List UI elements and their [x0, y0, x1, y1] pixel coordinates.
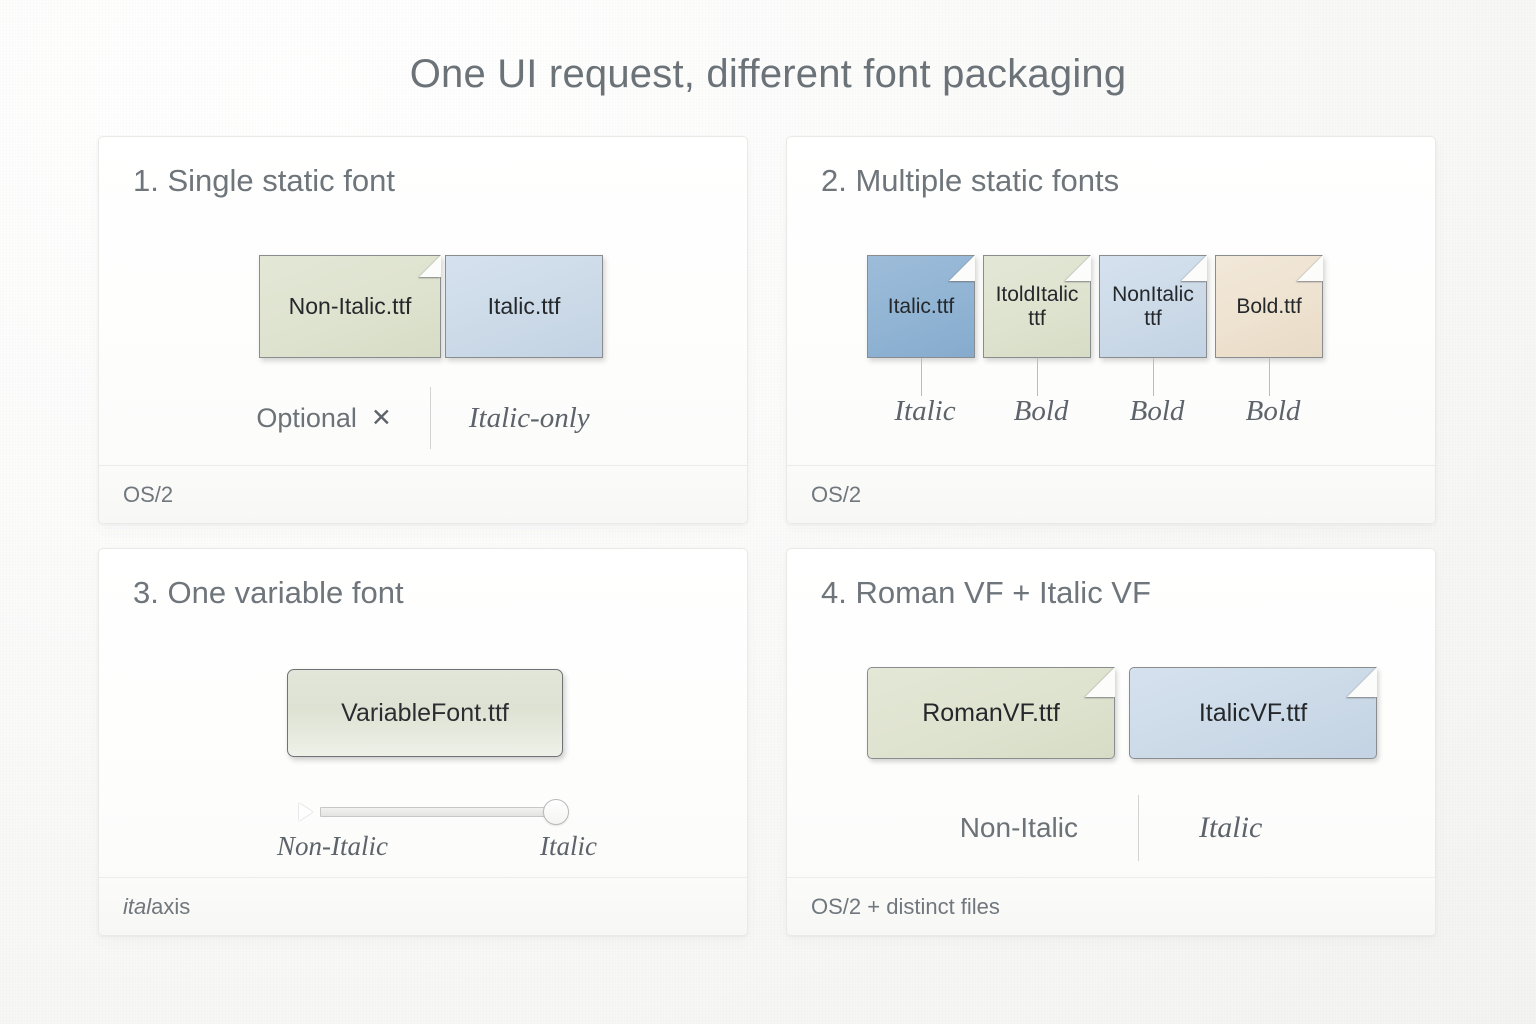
slider-knob[interactable] [543, 799, 569, 825]
folded-corner-icon [1297, 255, 1323, 281]
panel-4-caption-left: Non-Italic [959, 812, 1078, 843]
file-card-label: Italic.ttf [887, 294, 955, 318]
connector-line [921, 358, 922, 396]
slider-label-left: Non-Italic [277, 831, 388, 861]
panel-2-card-group: Italic.ttf ItoldItalic ttf NonItalic ttf… [867, 255, 1323, 358]
folded-corner-icon [1085, 667, 1115, 697]
panel-1-heading: 1. Single static font [133, 163, 395, 198]
panel-1-card-group: Non-Italic.ttf Italic.ttf [259, 255, 603, 358]
style-label-bold-3: Bold [1245, 395, 1301, 427]
file-card-itolditalic-ttf[interactable]: ItoldItalic ttf [983, 255, 1091, 358]
panel-4-footer: OS/2 + distinct files [787, 877, 1435, 935]
panel-1-body: 1. Single static font Non-Italic.ttf Ita… [99, 137, 747, 465]
folded-corner-icon [949, 255, 975, 281]
panel-2-body: 2. Multiple static fonts Italic.ttf Itol… [787, 137, 1435, 465]
file-card-label: NonItalic ttf [1112, 282, 1194, 330]
panel-4-caption-right: Italic [1198, 811, 1263, 844]
file-card-label: VariableFont.ttf [341, 698, 509, 727]
style-label-bold-1: Bold [1013, 395, 1069, 427]
file-card-label: Non-Italic.ttf [288, 292, 412, 319]
optional-label: Optional [256, 402, 357, 433]
page-title: One UI request, different font packaging [409, 52, 1127, 96]
style-label-italic: Italic [894, 395, 956, 427]
file-card-label: RomanVF.ttf [922, 699, 1060, 727]
caption-divider [429, 387, 431, 449]
panel-4-card-group: RomanVF.ttf ItalicVF.ttf [867, 667, 1377, 759]
file-card-italic-ttf[interactable]: Italic.ttf [445, 255, 603, 358]
panel-roman-vf-italic-vf: 4. Roman VF + Italic VF RomanVF.ttf Ital… [786, 548, 1436, 936]
panel-1-caption-left: Optional ✕ [256, 403, 430, 434]
panel-single-static-font: 1. Single static font Non-Italic.ttf Ita… [98, 136, 748, 524]
folded-corner-icon [1065, 255, 1091, 281]
ital-axis-slider[interactable] [299, 799, 569, 825]
panel-1-footer: OS/2 [99, 465, 747, 523]
footer-axis-tag: ital [123, 893, 152, 919]
file-card-italicvf-ttf[interactable]: ItalicVF.ttf [1129, 667, 1377, 759]
panel-4-caption: Non-Italic Italic [787, 795, 1435, 861]
folded-corner-icon [1181, 255, 1207, 281]
panel-one-variable-font: 3. One variable font VariableFont.ttf No… [98, 548, 748, 936]
file-card-label: ItalicVF.ttf [1198, 699, 1308, 727]
panel-3-heading: 3. One variable font [133, 575, 404, 610]
panel-2-connector-lines [867, 358, 1337, 396]
panel-2-footer: OS/2 [787, 465, 1435, 523]
file-card-bold-ttf[interactable]: Bold.ttf [1215, 255, 1323, 358]
panel-4-body: 4. Roman VF + Italic VF RomanVF.ttf Ital… [787, 549, 1435, 877]
file-card-non-italic-ttf[interactable]: Non-Italic.ttf [259, 255, 441, 358]
panel-3-body: 3. One variable font VariableFont.ttf No… [99, 549, 747, 877]
folded-corner-icon [1347, 667, 1377, 697]
file-card-nonitalic-ttf[interactable]: NonItalic ttf [1099, 255, 1207, 358]
connector-line [1153, 358, 1154, 396]
file-card-label: ItoldItalic ttf [995, 282, 1079, 330]
caption-divider [1137, 795, 1139, 861]
panel-2-style-labels: Italic Bold Bold Bold [867, 395, 1337, 428]
play-triangle-icon [299, 803, 313, 821]
connector-line [1269, 358, 1270, 396]
panel-grid: 1. Single static font Non-Italic.ttf Ita… [98, 136, 1438, 936]
footer-axis-rest: axis [151, 893, 191, 919]
panel-2-heading: 2. Multiple static fonts [821, 163, 1120, 198]
slider-label-right: Italic [540, 831, 597, 861]
file-card-variablefont-ttf[interactable]: VariableFont.ttf [287, 669, 563, 757]
style-label-bold-2: Bold [1129, 395, 1185, 427]
slider-track[interactable] [320, 807, 553, 817]
panel-3-footer: ital axis [99, 877, 747, 935]
slider-axis-labels: Non-Italic Italic [277, 831, 597, 862]
file-card-label: Italic.ttf [487, 292, 561, 319]
connector-line [1037, 358, 1038, 396]
folded-corner-icon [419, 255, 441, 277]
panel-1-caption-right: Italic-only [468, 401, 590, 434]
panel-1-caption: Optional ✕ Italic-only [99, 387, 747, 449]
panel-4-heading: 4. Roman VF + Italic VF [821, 575, 1151, 610]
panel-multiple-static-fonts: 2. Multiple static fonts Italic.ttf Itol… [786, 136, 1436, 524]
file-card-label: Bold.ttf [1236, 294, 1302, 318]
file-card-italic-ttf[interactable]: Italic.ttf [867, 255, 975, 358]
file-card-romanvf-ttf[interactable]: RomanVF.ttf [867, 667, 1115, 759]
cross-icon: ✕ [370, 404, 392, 432]
